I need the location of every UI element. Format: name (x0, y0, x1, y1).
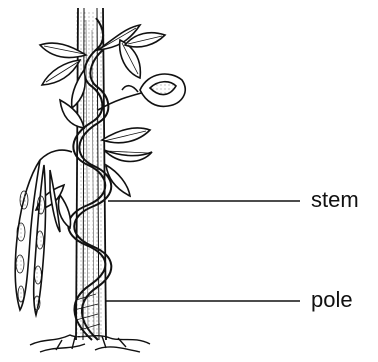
flower (98, 74, 185, 110)
pole-label: pole (311, 289, 353, 311)
bean-pods (15, 150, 72, 315)
stem-label: stem (311, 189, 359, 211)
leader-lines (106, 201, 300, 301)
